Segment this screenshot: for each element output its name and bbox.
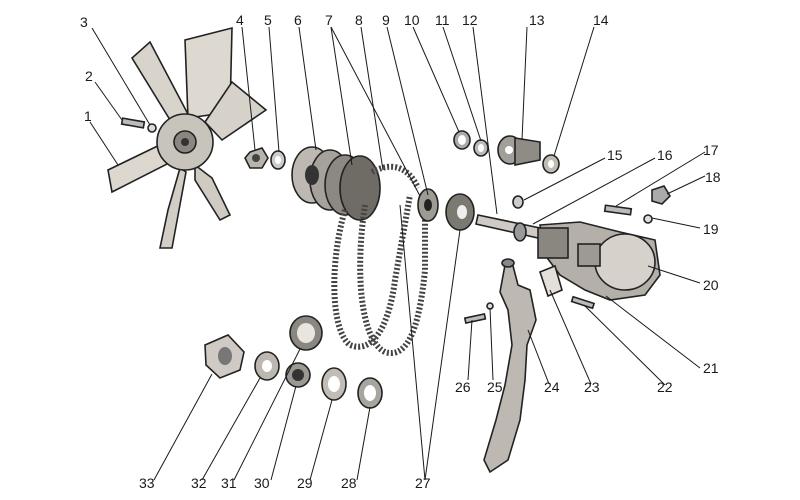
drive-belts bbox=[331, 163, 428, 356]
crank-pulley bbox=[291, 146, 381, 221]
callout-24: 24 bbox=[544, 379, 560, 395]
lock-ring bbox=[357, 377, 383, 409]
small-washer bbox=[643, 214, 653, 224]
parts-artwork bbox=[107, 26, 672, 474]
callout-21: 21 bbox=[703, 360, 719, 376]
mounting-screw bbox=[570, 295, 596, 310]
callout-28: 28 bbox=[341, 475, 357, 491]
callout-33: 33 bbox=[139, 475, 155, 491]
callout-1: 1 bbox=[84, 108, 92, 124]
callout-25: 25 bbox=[487, 379, 503, 395]
callout-11: 11 bbox=[435, 12, 450, 28]
fan-bolt bbox=[120, 117, 146, 129]
callout-13: 13 bbox=[529, 12, 545, 28]
callout-6: 6 bbox=[294, 12, 302, 28]
water-pump-pulley bbox=[445, 193, 475, 231]
callout-19: 19 bbox=[703, 221, 719, 237]
bushing bbox=[542, 154, 560, 174]
callout-8: 8 bbox=[355, 12, 363, 28]
pipe-bolt bbox=[463, 313, 487, 324]
callout-5: 5 bbox=[264, 12, 272, 28]
callout-2: 2 bbox=[85, 68, 93, 84]
callout-26: 26 bbox=[455, 379, 471, 395]
drain-plug bbox=[651, 185, 672, 205]
callout-numbers: 1 2 3 4 5 6 7 8 9 10 11 12 13 14 15 16 1… bbox=[80, 12, 721, 491]
callout-17: 17 bbox=[703, 142, 719, 158]
fan bbox=[107, 26, 268, 249]
callout-30: 30 bbox=[254, 475, 270, 491]
callout-9: 9 bbox=[382, 12, 390, 28]
spring-seal bbox=[285, 362, 311, 388]
callout-23: 23 bbox=[584, 379, 600, 395]
pump-shaft bbox=[475, 214, 541, 242]
impeller bbox=[497, 135, 541, 166]
callout-18: 18 bbox=[705, 169, 721, 185]
leader-lines bbox=[89, 26, 706, 481]
seal-cup bbox=[473, 139, 489, 157]
callout-27: 27 bbox=[415, 475, 431, 491]
seal-collar bbox=[254, 351, 280, 381]
housing-bolt bbox=[603, 204, 633, 216]
callout-16: 16 bbox=[657, 147, 673, 163]
bearing-sleeve bbox=[289, 315, 323, 351]
coupling-sleeve bbox=[204, 334, 245, 379]
thrust-washer bbox=[512, 195, 524, 209]
callout-14: 14 bbox=[593, 12, 609, 28]
callout-32: 32 bbox=[191, 475, 207, 491]
callout-29: 29 bbox=[297, 475, 313, 491]
callout-3: 3 bbox=[80, 14, 88, 30]
nut bbox=[244, 147, 269, 169]
idler-pulley bbox=[417, 188, 439, 222]
callout-31: 31 bbox=[221, 475, 237, 491]
fan-washer bbox=[147, 123, 157, 133]
seal-ring bbox=[453, 130, 471, 150]
callout-15: 15 bbox=[607, 147, 623, 163]
washer bbox=[270, 150, 286, 170]
callout-7: 7 bbox=[325, 12, 333, 28]
outlet-pipe bbox=[483, 258, 537, 474]
callout-22: 22 bbox=[657, 379, 673, 395]
bearing-ring bbox=[321, 367, 347, 401]
callout-10: 10 bbox=[404, 12, 420, 28]
pump-housing bbox=[537, 221, 661, 301]
callout-20: 20 bbox=[703, 277, 719, 293]
callout-12: 12 bbox=[462, 12, 478, 28]
callout-4: 4 bbox=[236, 12, 244, 28]
gasket bbox=[539, 264, 563, 298]
